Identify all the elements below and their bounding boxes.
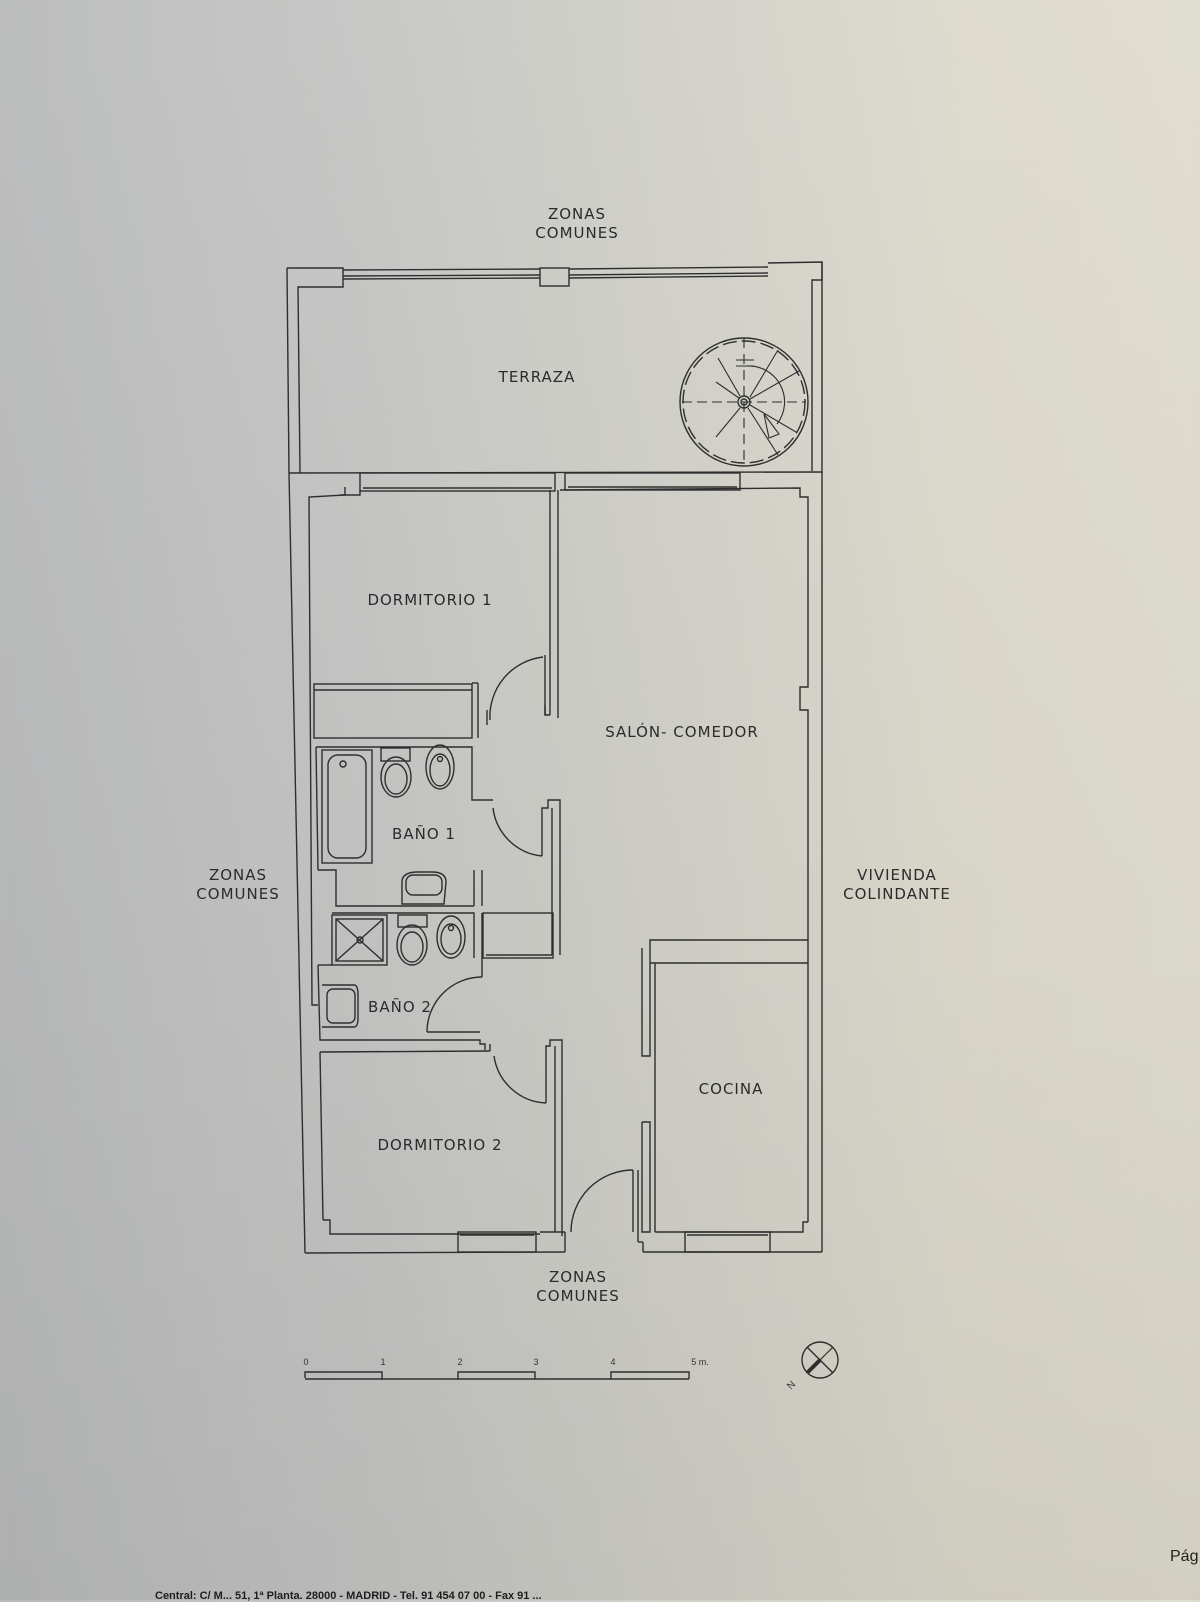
room-label-cocina: COCINA — [698, 1080, 764, 1098]
room-label-dormitorio-1: DORMITORIO 1 — [367, 591, 493, 609]
scale-tick-1: 1 — [380, 1357, 386, 1367]
bano-1 — [315, 744, 561, 955]
scale-bar-drawing — [304, 1371, 690, 1380]
label-bottom-zonas-comunes: ZONAS COMUNES — [536, 1268, 619, 1306]
scale-tick-5: 5 m. — [691, 1357, 709, 1367]
exterior-walls — [286, 261, 823, 1254]
scale-tick-4: 4 — [610, 1357, 616, 1367]
scale-tick-2: 2 — [457, 1357, 463, 1367]
footer-address: Central: C/ M... 51, 1ª Planta. 28000 - … — [155, 1590, 542, 1602]
spiral-staircase-drawing — [679, 337, 809, 467]
windows-upper — [359, 472, 809, 940]
scale-tick-0: 0 — [303, 1357, 309, 1367]
label-right-vivienda-colindante: VIVIENDA COLINDANTE — [843, 866, 951, 904]
label-left-zonas-comunes: ZONAS COMUNES — [196, 866, 279, 904]
scale-tick-3: 3 — [533, 1357, 539, 1367]
label-top-zonas-comunes: ZONAS COMUNES — [535, 205, 618, 243]
label-line: ZONAS — [208, 866, 268, 884]
label-line: COMUNES — [535, 224, 619, 242]
room-label-bano-1: BAÑO 1 — [392, 825, 456, 843]
room-label-dormitorio-2: DORMITORIO 2 — [377, 1136, 503, 1154]
north-arrow-drawing — [801, 1341, 839, 1379]
page-number-label: Pág — [1170, 1548, 1199, 1565]
cocina-walls — [641, 939, 809, 1253]
entrance-door — [570, 1169, 644, 1252]
label-line: VIVIENDA — [857, 866, 937, 884]
label-line: ZONAS — [548, 1268, 608, 1286]
dormitorio-2 — [319, 1039, 566, 1253]
label-line: COMUNES — [536, 1287, 620, 1305]
bano-2 — [317, 912, 554, 1050]
label-line: COLINDANTE — [843, 885, 951, 903]
room-label-salon-comedor: SALÓN- COMEDOR — [605, 723, 759, 741]
dormitorio-1-walls — [313, 490, 559, 739]
label-line: ZONAS — [547, 205, 607, 223]
room-label-terraza: TERRAZA — [498, 368, 576, 386]
room-label-bano-2: BAÑO 2 — [368, 998, 432, 1016]
label-line: COMUNES — [196, 885, 280, 903]
